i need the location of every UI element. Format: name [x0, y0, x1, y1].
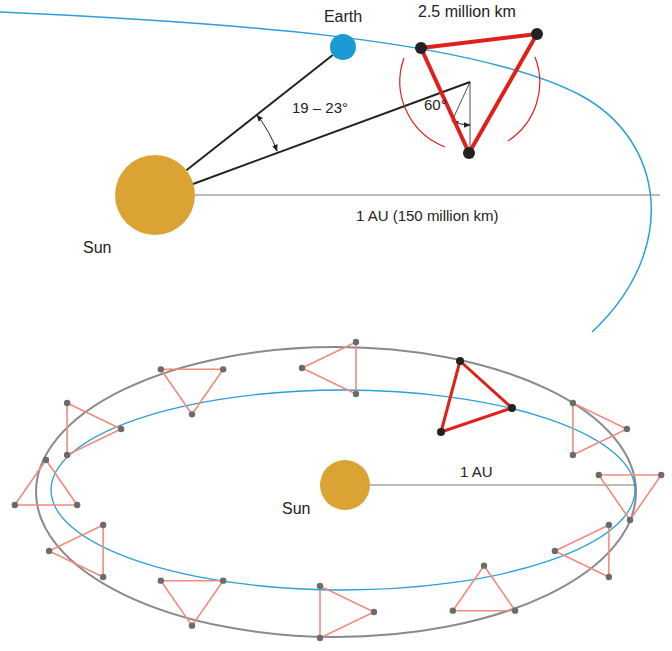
triangle-position [599, 475, 661, 520]
spacecraft [606, 574, 612, 580]
spacecraft [627, 517, 633, 523]
triangle-position [302, 342, 356, 394]
formation-orbit [36, 347, 636, 637]
annotation-label: 2.5 million km [418, 3, 516, 21]
earth-orbit [0, 12, 651, 332]
spacecraft [570, 452, 576, 458]
spacecraft [158, 366, 164, 372]
spacecraft [220, 577, 226, 583]
sun-node: Sun [115, 155, 195, 235]
spacecraft [299, 365, 305, 371]
spacecraft [371, 609, 377, 615]
earth-node: Earth [330, 34, 356, 60]
au-line [195, 195, 660, 196]
earth-circle [330, 34, 356, 60]
formation-circle [508, 57, 540, 141]
spacecraft [64, 400, 70, 406]
node-label: Sun [83, 239, 111, 257]
spacecraft [463, 147, 475, 159]
lisa-triangle [421, 34, 537, 153]
spacecraft [624, 426, 630, 432]
annotation-label: 1 AU [460, 463, 493, 480]
spacecraft [158, 577, 164, 583]
spacecraft [481, 562, 487, 568]
spacecraft [658, 472, 664, 478]
spacecraft [508, 404, 516, 412]
spacecraft [450, 607, 456, 613]
spacecraft [189, 622, 195, 628]
spacecraft [220, 366, 226, 372]
spacecraft [437, 428, 445, 436]
spacecraft [64, 452, 70, 458]
spacecraft [606, 522, 612, 528]
normal-line [470, 82, 471, 150]
triangle-position [573, 403, 627, 455]
spacecraft [570, 400, 576, 406]
spacecraft [100, 522, 106, 528]
spacecraft [46, 548, 52, 554]
spacecraft [415, 42, 427, 54]
triangle-position [161, 581, 223, 626]
sun-node: Sun [320, 460, 370, 510]
sun-circle [115, 155, 195, 235]
triangle-position [453, 566, 515, 611]
spacecraft [317, 583, 323, 589]
earth-orbit [51, 390, 635, 590]
sun-circle [320, 460, 370, 510]
lisa-triangle [441, 361, 512, 432]
spacecraft [74, 502, 80, 508]
triangle-position [161, 369, 223, 414]
triangle-positions [12, 339, 665, 641]
spacecraft [531, 28, 543, 40]
spacecraft [189, 411, 195, 417]
spacecraft [596, 472, 602, 478]
triangle-position [555, 525, 609, 577]
au-line [370, 485, 636, 486]
spacecraft [456, 357, 464, 365]
spacecraft [317, 635, 323, 641]
annotation-label: 1 AU (150 million km) [356, 207, 499, 224]
annotation-label: 19 – 23° [292, 99, 348, 116]
triangle-position [320, 586, 374, 638]
spacecraft [353, 339, 359, 345]
spacecraft [552, 548, 558, 554]
normal-line [452, 82, 470, 121]
spacecraft [353, 391, 359, 397]
triangle-position [67, 403, 121, 455]
spacecraft [118, 426, 124, 432]
node-label: Sun [282, 500, 310, 518]
triangle-position [15, 460, 77, 505]
node-label: Earth [324, 8, 362, 26]
spacecraft [12, 502, 18, 508]
triangle-position [49, 525, 103, 577]
spacecraft [512, 607, 518, 613]
spacecraft [43, 457, 49, 463]
angle-arc [257, 115, 277, 151]
annotation-label: 60° [424, 96, 447, 113]
spacecraft [100, 574, 106, 580]
